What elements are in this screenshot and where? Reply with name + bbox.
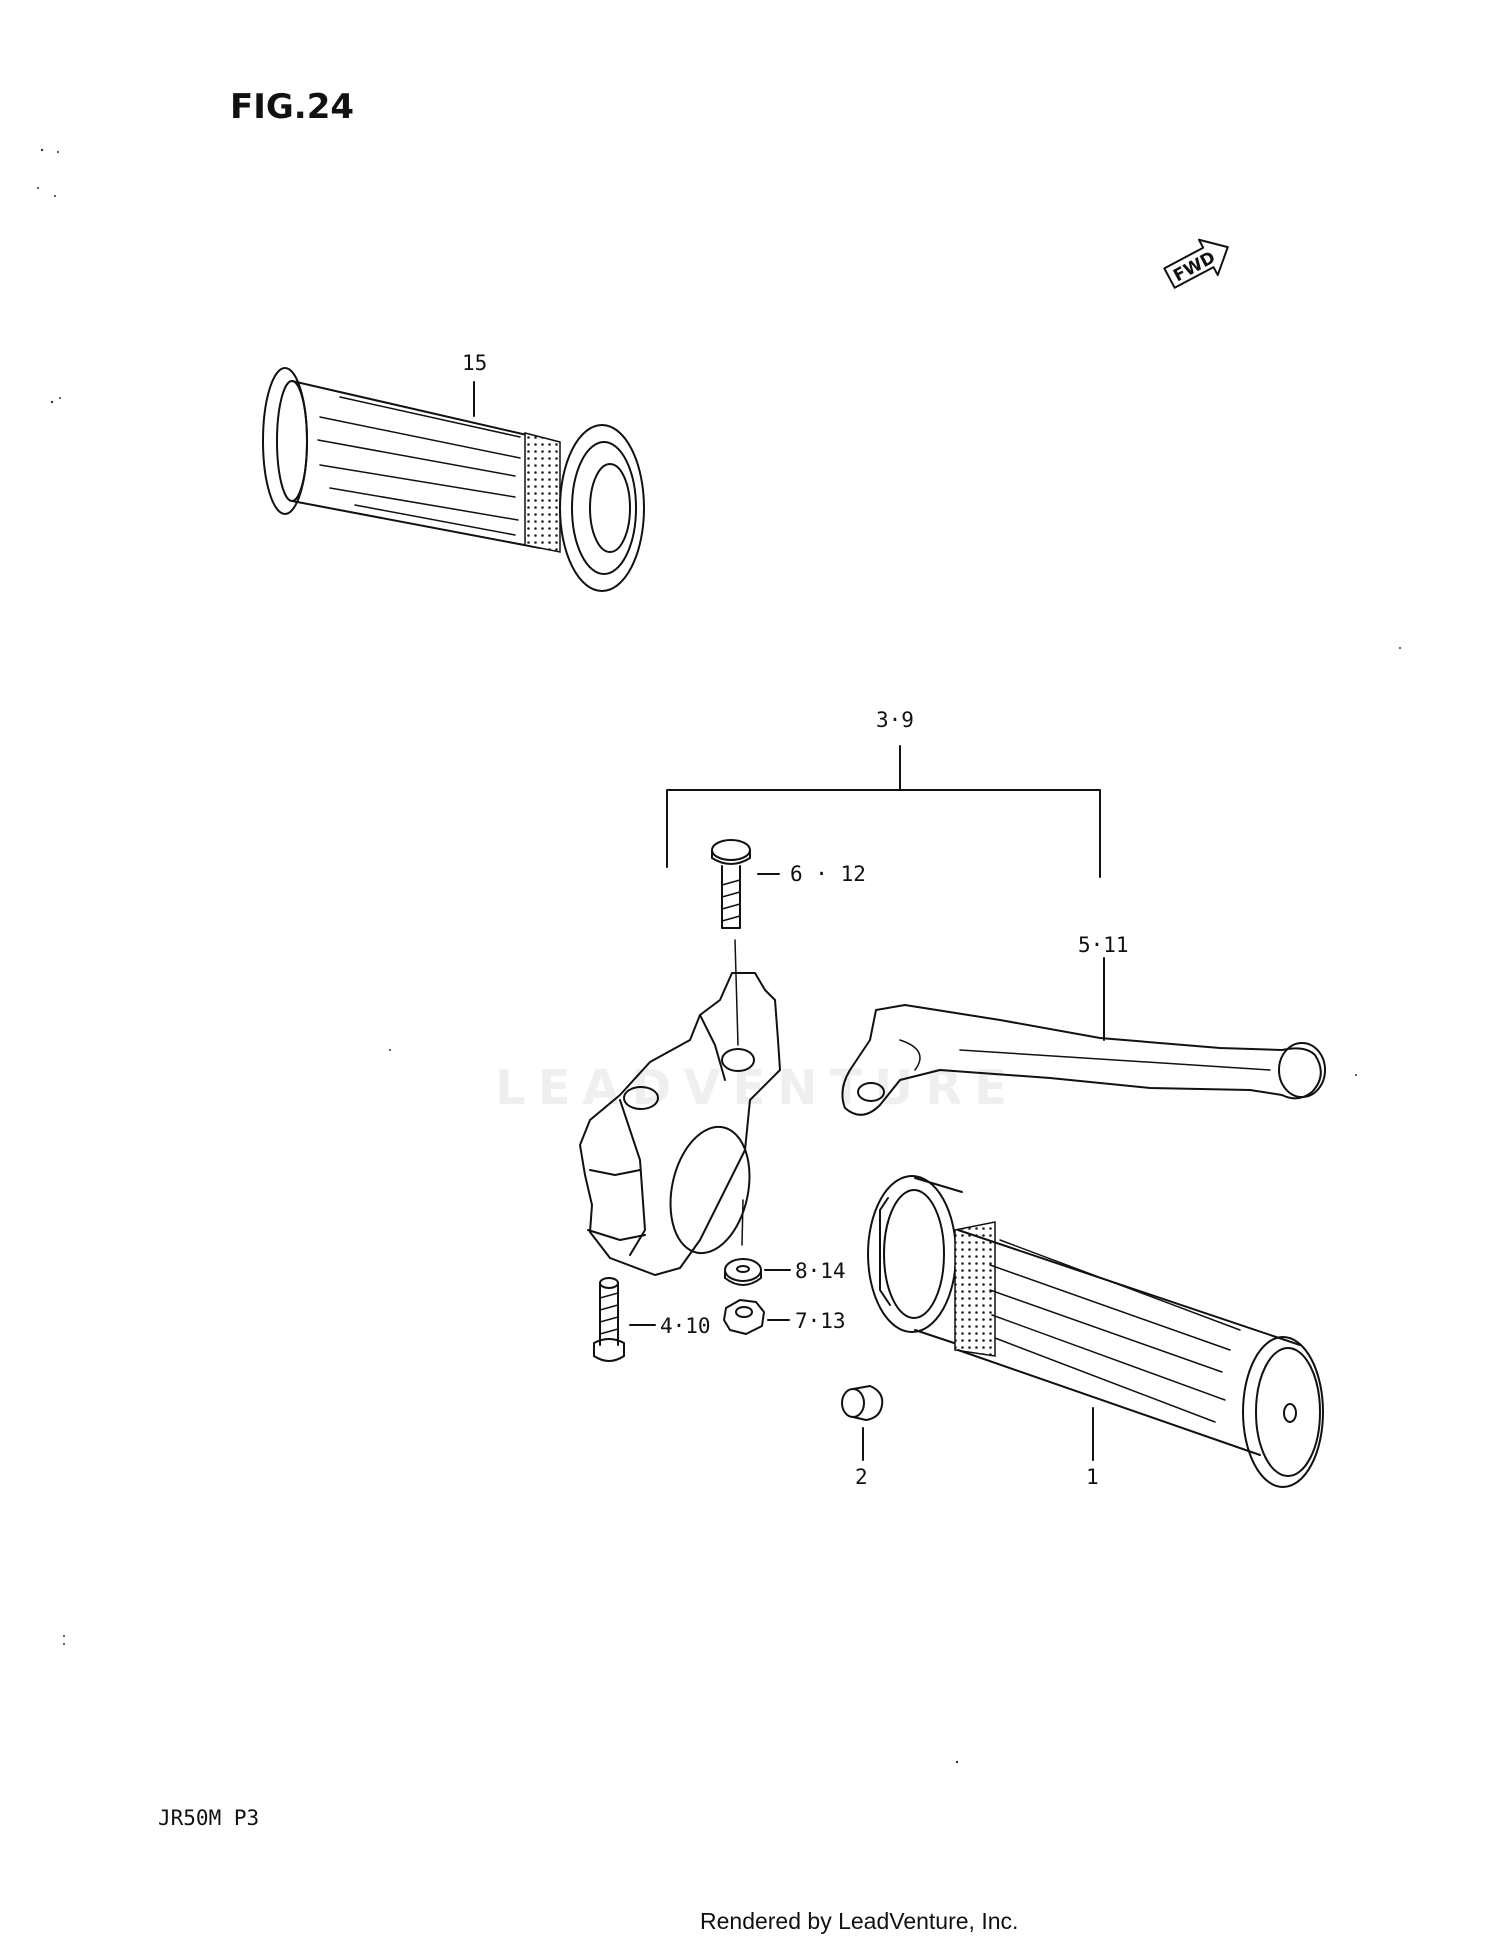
end-plug <box>841 1385 884 1461</box>
assembly-bracket <box>666 745 1101 878</box>
callout-8-14: 8·14 <box>795 1259 846 1283</box>
callout-15: 15 <box>462 351 487 375</box>
callout-2: 2 <box>855 1465 868 1489</box>
washer <box>724 1258 791 1286</box>
clutch-lever <box>841 957 1326 1116</box>
upper-screw <box>711 839 780 1046</box>
figure-title: FIG.24 <box>230 87 354 127</box>
callout-3-9: 3·9 <box>876 708 914 732</box>
fwd-arrow-icon: FWD <box>1163 238 1229 289</box>
left-grip <box>262 367 645 592</box>
nut <box>723 1299 790 1335</box>
scan-specks <box>37 148 1401 1764</box>
right-grip <box>867 1175 1324 1488</box>
callout-5-11: 5·11 <box>1078 933 1129 957</box>
render-credit: Rendered by LeadVenture, Inc. <box>700 1908 1018 1934</box>
callout-4-10: 4·10 <box>660 1314 711 1338</box>
callout-1: 1 <box>1086 1465 1099 1489</box>
lower-bolt <box>593 1277 656 1362</box>
watermark: LEADVENTURE <box>495 1060 1019 1116</box>
model-code: JR50M P3 <box>158 1806 259 1830</box>
callout-6-12: 6 · 12 <box>790 862 866 886</box>
lever-holder <box>579 972 781 1276</box>
callout-7-13: 7·13 <box>795 1309 846 1333</box>
